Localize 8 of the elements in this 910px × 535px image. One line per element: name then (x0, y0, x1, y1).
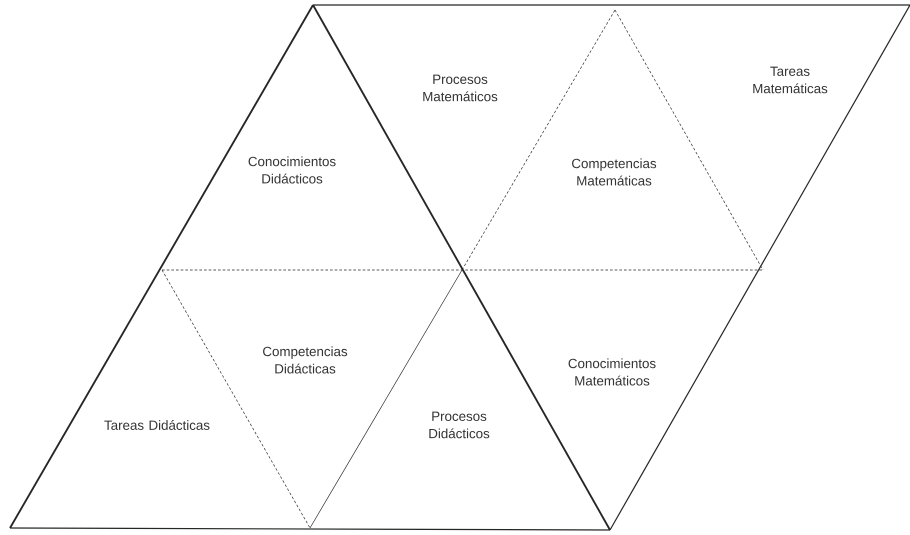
triangle-label: Procesos Didácticos (429, 412, 490, 438)
triangle-label: Competencias Matemáticas (572, 158, 656, 186)
triangle-label: Conocimientos Didácticos (248, 156, 336, 184)
triangle-label: Tareas Didácticas (104, 420, 210, 430)
triangle-label: Tareas Matemáticas (753, 66, 828, 94)
triangle-label: Procesos Matemáticos (423, 74, 498, 102)
triangle-label: Competencias Didácticas (263, 346, 348, 374)
triangle-label: Conocimientos Matemáticos (568, 358, 656, 386)
